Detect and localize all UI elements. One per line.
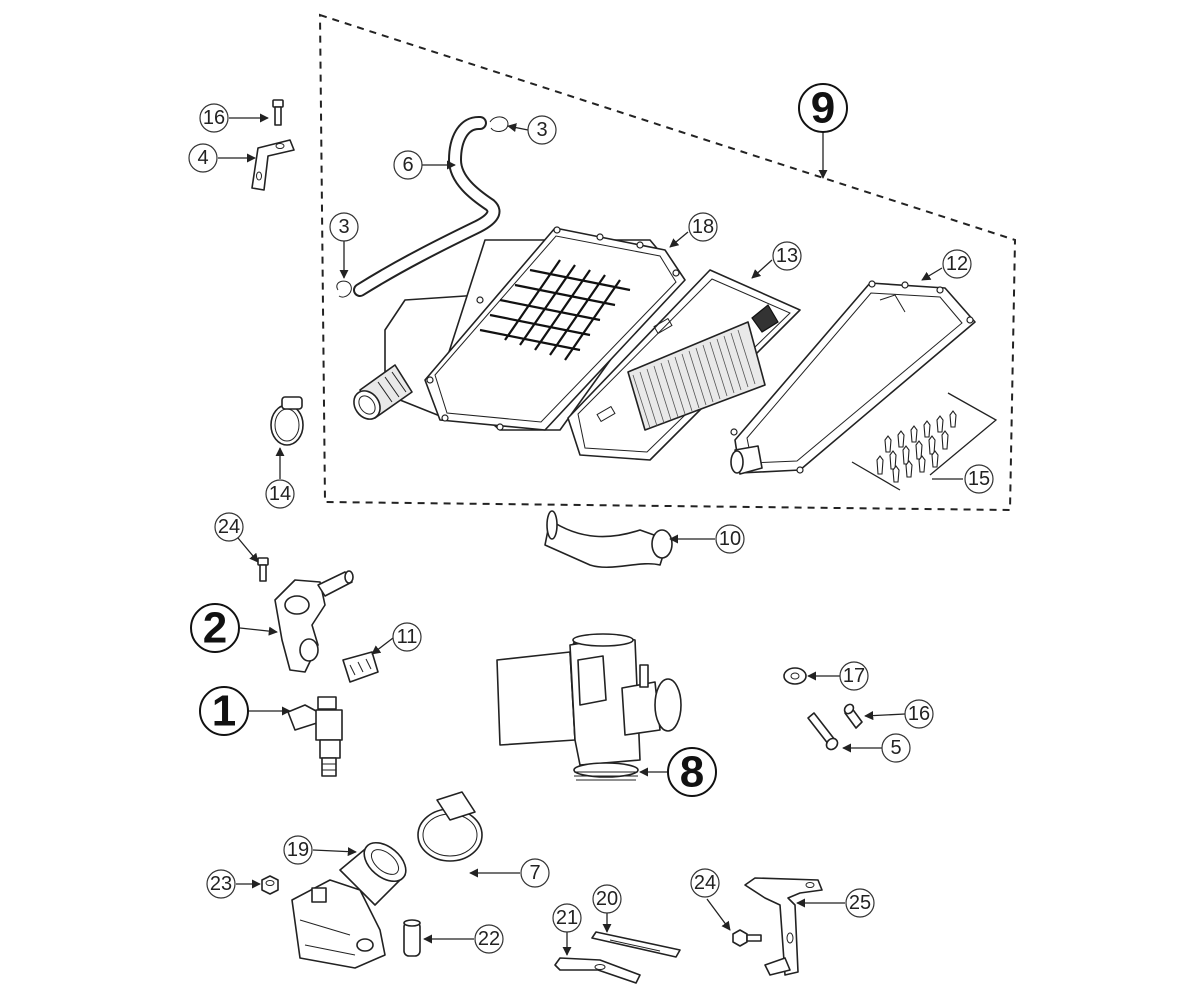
callout-6: 6 <box>393 150 423 180</box>
bolt-part-24-upper <box>257 557 269 582</box>
callout-label: 21 <box>556 907 578 929</box>
callout-25: 25 <box>845 888 875 918</box>
airbox-assembly-boundary <box>318 13 1017 512</box>
nut-part-23 <box>261 875 279 895</box>
callout-11: 11 <box>392 622 422 652</box>
bolt-part-16-top <box>272 99 284 126</box>
callout-label: 4 <box>197 147 208 169</box>
callout-12: 12 <box>942 249 972 279</box>
callout-22: 22 <box>474 924 504 954</box>
callout-label: 5 <box>890 737 901 759</box>
callout-label: 13 <box>776 245 798 267</box>
callout-1: 1 <box>199 686 249 736</box>
screws-set-part-15 <box>851 392 998 491</box>
callout-label: 11 <box>397 626 418 648</box>
bracket-part-4 <box>251 139 295 191</box>
callout-7: 7 <box>520 858 550 888</box>
callout-label: 24 <box>694 872 716 894</box>
hose-clamp-part-7 <box>417 791 483 862</box>
callout-label: 15 <box>968 468 990 490</box>
callout-17: 17 <box>839 661 869 691</box>
gasket-mesh-part-18 <box>424 226 686 431</box>
callout-21: 21 <box>552 903 582 933</box>
filter-element-part-13 <box>567 269 801 461</box>
bracket-part-21 <box>554 957 641 984</box>
callout-8: 8 <box>667 747 717 797</box>
screw-part-5 <box>807 712 839 751</box>
callout-14: 14 <box>265 479 295 509</box>
callout-label: 2 <box>203 604 227 653</box>
callout-label: 1 <box>212 687 236 736</box>
callout-label: 9 <box>811 84 835 133</box>
callout-label: 3 <box>338 216 349 238</box>
callout-label: 23 <box>210 873 232 895</box>
injector-part-1 <box>287 696 343 777</box>
intake-snorkel <box>353 364 413 420</box>
filter-pleats <box>627 321 766 431</box>
callout-10: 10 <box>715 524 745 554</box>
tube-part-10 <box>544 510 673 569</box>
callout-label: 16 <box>203 107 225 129</box>
callout-9: 9 <box>798 83 848 133</box>
callout-3-top: 3 <box>527 115 557 145</box>
callout-label: 7 <box>529 862 540 884</box>
bracket-part-25 <box>744 877 823 976</box>
callout-18: 18 <box>688 212 718 242</box>
clip-part-3-left <box>336 280 352 298</box>
cover-outlet <box>730 445 763 475</box>
leader-lines <box>218 113 963 956</box>
callout-19: 19 <box>283 835 313 865</box>
bar-part-20 <box>591 931 681 958</box>
callout-label: 12 <box>946 253 968 275</box>
callout-label: 19 <box>287 839 309 861</box>
sleeve-part-22 <box>403 919 421 957</box>
callout-label: 22 <box>478 928 500 950</box>
callout-16-right: 16 <box>904 699 934 729</box>
callout-label: 3 <box>536 119 547 141</box>
callout-label: 17 <box>843 665 865 687</box>
callout-label: 8 <box>680 748 704 797</box>
callout-13: 13 <box>772 241 802 271</box>
breather-hose-part-6 <box>353 116 501 297</box>
throttle-body-part-8 <box>496 633 682 781</box>
injector-holder-part-2 <box>274 570 354 673</box>
callout-4: 4 <box>188 143 218 173</box>
callout-label: 6 <box>402 154 413 176</box>
callout-16-top: 16 <box>199 103 229 133</box>
callout-label: 20 <box>596 888 618 910</box>
callout-3-left: 3 <box>329 212 359 242</box>
callout-label: 18 <box>692 216 714 238</box>
callout-24-upper: 24 <box>214 512 244 542</box>
callout-20: 20 <box>592 884 622 914</box>
washer-part-17 <box>783 667 807 685</box>
bolt-part-24-lower <box>732 929 762 947</box>
callout-label: 25 <box>849 892 871 914</box>
callout-label: 10 <box>719 528 741 550</box>
callout-15: 15 <box>964 464 994 494</box>
callout-24-lower: 24 <box>690 868 720 898</box>
intake-manifold-part-19 <box>291 841 407 969</box>
callout-label: 24 <box>218 516 240 538</box>
clip-part-11 <box>342 651 379 683</box>
clip-part-3-top <box>489 116 509 132</box>
airbox-cover-part-12 <box>730 280 976 475</box>
callout-label: 14 <box>269 483 291 505</box>
screw-part-16-right <box>843 703 863 729</box>
hose-clamp-part-14 <box>270 396 304 446</box>
callout-5: 5 <box>881 733 911 763</box>
callout-2: 2 <box>190 603 240 653</box>
callout-23: 23 <box>206 869 236 899</box>
callout-label: 16 <box>908 703 930 725</box>
